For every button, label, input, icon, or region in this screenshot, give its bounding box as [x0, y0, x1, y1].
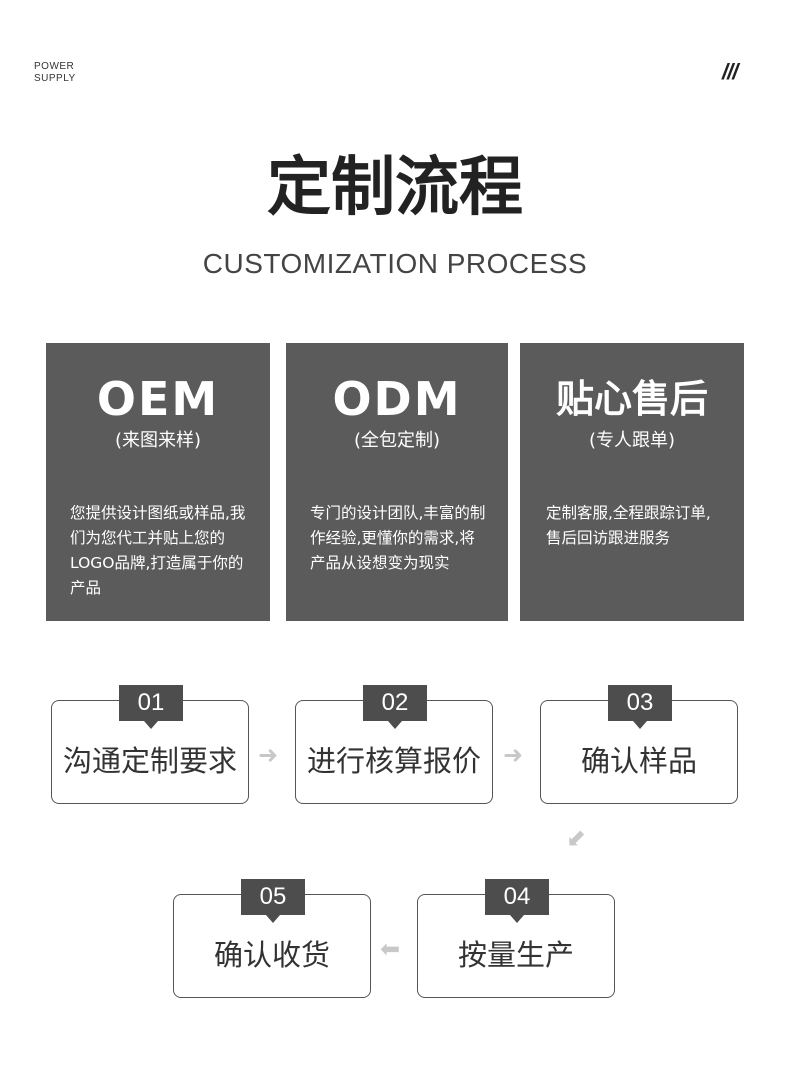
process-step-1: 01 沟通定制要求: [51, 685, 249, 804]
service-card-after-sales: 贴心售后 (专人跟单) 定制客服,全程跟踪订单,售后回访跟进服务: [520, 343, 744, 621]
arrow-down-left-icon: ⬋: [566, 824, 587, 852]
card-subtitle: (全包定制): [353, 430, 441, 451]
slash-decoration: ///: [722, 59, 738, 84]
arrow-right-icon: ➜: [503, 741, 524, 769]
step-number-badge: 03: [608, 685, 672, 729]
card-subtitle: (来图来样): [114, 430, 202, 451]
step-number-badge: 05: [241, 879, 305, 923]
card-subtitle: (专人跟单): [588, 430, 676, 451]
process-step-3: 03 确认样品: [540, 685, 738, 804]
brand-label: POWER SUPPLY: [34, 61, 76, 85]
step-number-badge: 02: [363, 685, 427, 729]
step-label: 确认收货: [213, 938, 330, 972]
card-title: 贴心售后: [555, 377, 708, 421]
step-label: 按量生产: [457, 938, 574, 972]
card-title: ODM: [332, 372, 462, 426]
step-number-badge: 04: [485, 879, 549, 923]
step-label: 确认样品: [580, 744, 697, 778]
process-step-4: 04 按量生产: [417, 879, 615, 998]
card-description: 您提供设计图纸或样品,我们为您代工并贴上您的LOGO品牌,打造属于你的产品: [70, 504, 246, 597]
card-title: OEM: [96, 372, 220, 426]
brand-line-2: SUPPLY: [34, 73, 76, 84]
brand-line-1: POWER: [34, 61, 75, 72]
page-subtitle: CUSTOMIZATION PROCESS: [202, 248, 588, 279]
arrow-left-icon: ⬅: [380, 935, 401, 963]
arrow-right-icon: ➜: [258, 741, 279, 769]
step-label: 沟通定制要求: [62, 744, 237, 778]
process-step-5: 05 确认收货: [173, 879, 371, 998]
service-card-oem: OEM (来图来样) 您提供设计图纸或样品,我们为您代工并贴上您的LOGO品牌,…: [46, 343, 270, 621]
card-description: 定制客服,全程跟踪订单,售后回访跟进服务: [546, 504, 711, 547]
page-title: 定制流程: [267, 151, 523, 225]
step-number-badge: 01: [119, 685, 183, 729]
service-card-odm: ODM (全包定制) 专门的设计团队,丰富的制作经验,更懂你的需求,将产品从设想…: [286, 343, 508, 621]
step-label: 进行核算报价: [306, 744, 481, 778]
process-step-2: 02 进行核算报价: [295, 685, 493, 804]
card-description: 专门的设计团队,丰富的制作经验,更懂你的需求,将产品从设想变为现实: [310, 504, 486, 572]
